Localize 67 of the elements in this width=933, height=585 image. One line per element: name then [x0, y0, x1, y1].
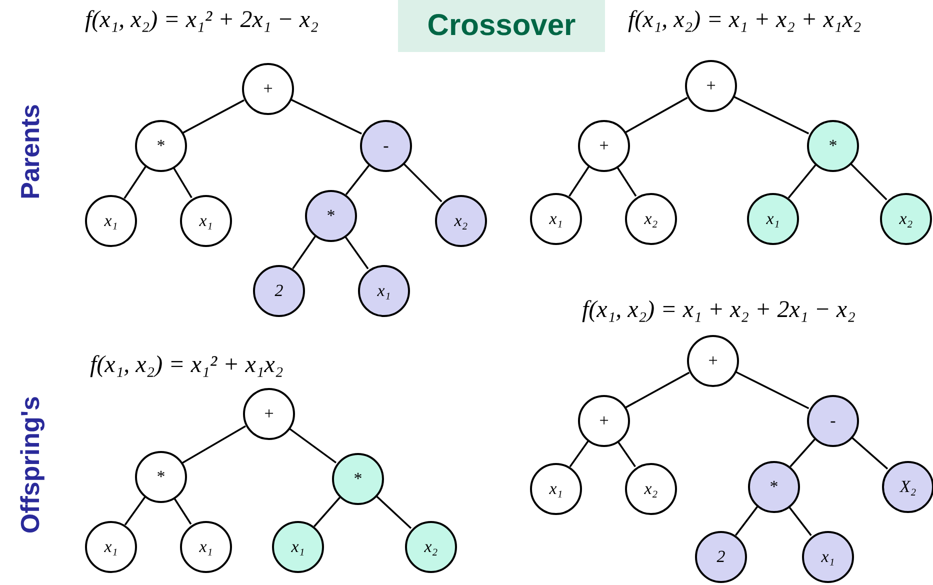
tree-node: *	[748, 461, 800, 513]
tree-edge	[850, 436, 888, 470]
tree-node: *	[135, 120, 187, 172]
title: Crossover	[398, 0, 605, 52]
tree-node: +	[685, 60, 737, 112]
tree-edge	[124, 496, 146, 526]
tree-edge	[732, 96, 810, 134]
tree-edge	[290, 98, 362, 134]
tree-node: x₁	[530, 463, 582, 515]
formula: f(x₁, x₂) = x₁ + x₂ + 2x₁ − x₂	[582, 296, 856, 325]
tree-node: x₁	[530, 193, 582, 245]
tree-edge	[344, 236, 369, 270]
tree-edge	[172, 166, 192, 198]
row-label: Offspring's	[14, 396, 46, 534]
tree-edge	[625, 96, 688, 134]
tree-edge	[173, 497, 192, 525]
tree-node: +	[578, 395, 630, 447]
tree-node: x₂	[625, 463, 677, 515]
tree-edge	[569, 440, 589, 468]
formula: f(x₁, x₂) = x₁² + x₁x₂	[90, 351, 284, 380]
tree-node: -	[360, 120, 412, 172]
tree-node: x₁	[272, 521, 324, 573]
tree-edge	[402, 162, 442, 202]
tree-node: +	[687, 335, 739, 387]
row-label: Parents	[14, 104, 46, 200]
tree-node: x₁	[358, 265, 410, 317]
tree-node: +	[242, 63, 294, 115]
tree-node: x₁	[85, 195, 137, 247]
tree-edge	[850, 162, 888, 200]
tree-node: x₁	[85, 521, 137, 573]
tree-edge	[314, 496, 340, 528]
tree-edge	[568, 166, 590, 197]
formula: f(x₁, x₂) = x₁² + 2x₁ − x₂	[85, 6, 318, 35]
tree-node: *	[305, 190, 357, 242]
tree-edge	[617, 440, 636, 468]
tree-node: X₂	[882, 461, 933, 513]
tree-node: +	[578, 120, 630, 172]
tree-edge	[625, 372, 690, 408]
tree-node: -	[807, 395, 859, 447]
tree-edge	[616, 166, 637, 197]
tree-node: *	[135, 451, 187, 503]
tree-edge	[734, 370, 810, 410]
tree-node: x₂	[625, 193, 677, 245]
tree-node: x₁	[180, 521, 232, 573]
tree-edge	[790, 438, 816, 468]
tree-node: x₁	[747, 193, 799, 245]
tree-edge	[288, 428, 337, 464]
formula: f(x₁, x₂) = x₁ + x₂ + x₁x₂	[628, 6, 862, 35]
tree-edge	[788, 506, 812, 536]
tree-node: x₂	[405, 521, 457, 573]
tree-node: 2	[695, 531, 747, 583]
tree-node: +	[243, 388, 295, 440]
tree-edge	[734, 506, 758, 536]
tree-node: x₁	[180, 195, 232, 247]
tree-edge	[292, 236, 316, 270]
tree-node: x₁	[802, 531, 854, 583]
tree-edge	[345, 164, 370, 196]
tree-edge	[788, 164, 816, 198]
tree-edge	[124, 166, 146, 199]
tree-edge	[375, 495, 412, 529]
tree-edge	[182, 425, 246, 464]
tree-edge	[182, 99, 244, 134]
tree-node: x₂	[435, 195, 487, 247]
tree-node: x₂	[880, 193, 932, 245]
tree-node: *	[332, 453, 384, 505]
tree-node: *	[807, 120, 859, 172]
tree-node: 2	[253, 265, 305, 317]
